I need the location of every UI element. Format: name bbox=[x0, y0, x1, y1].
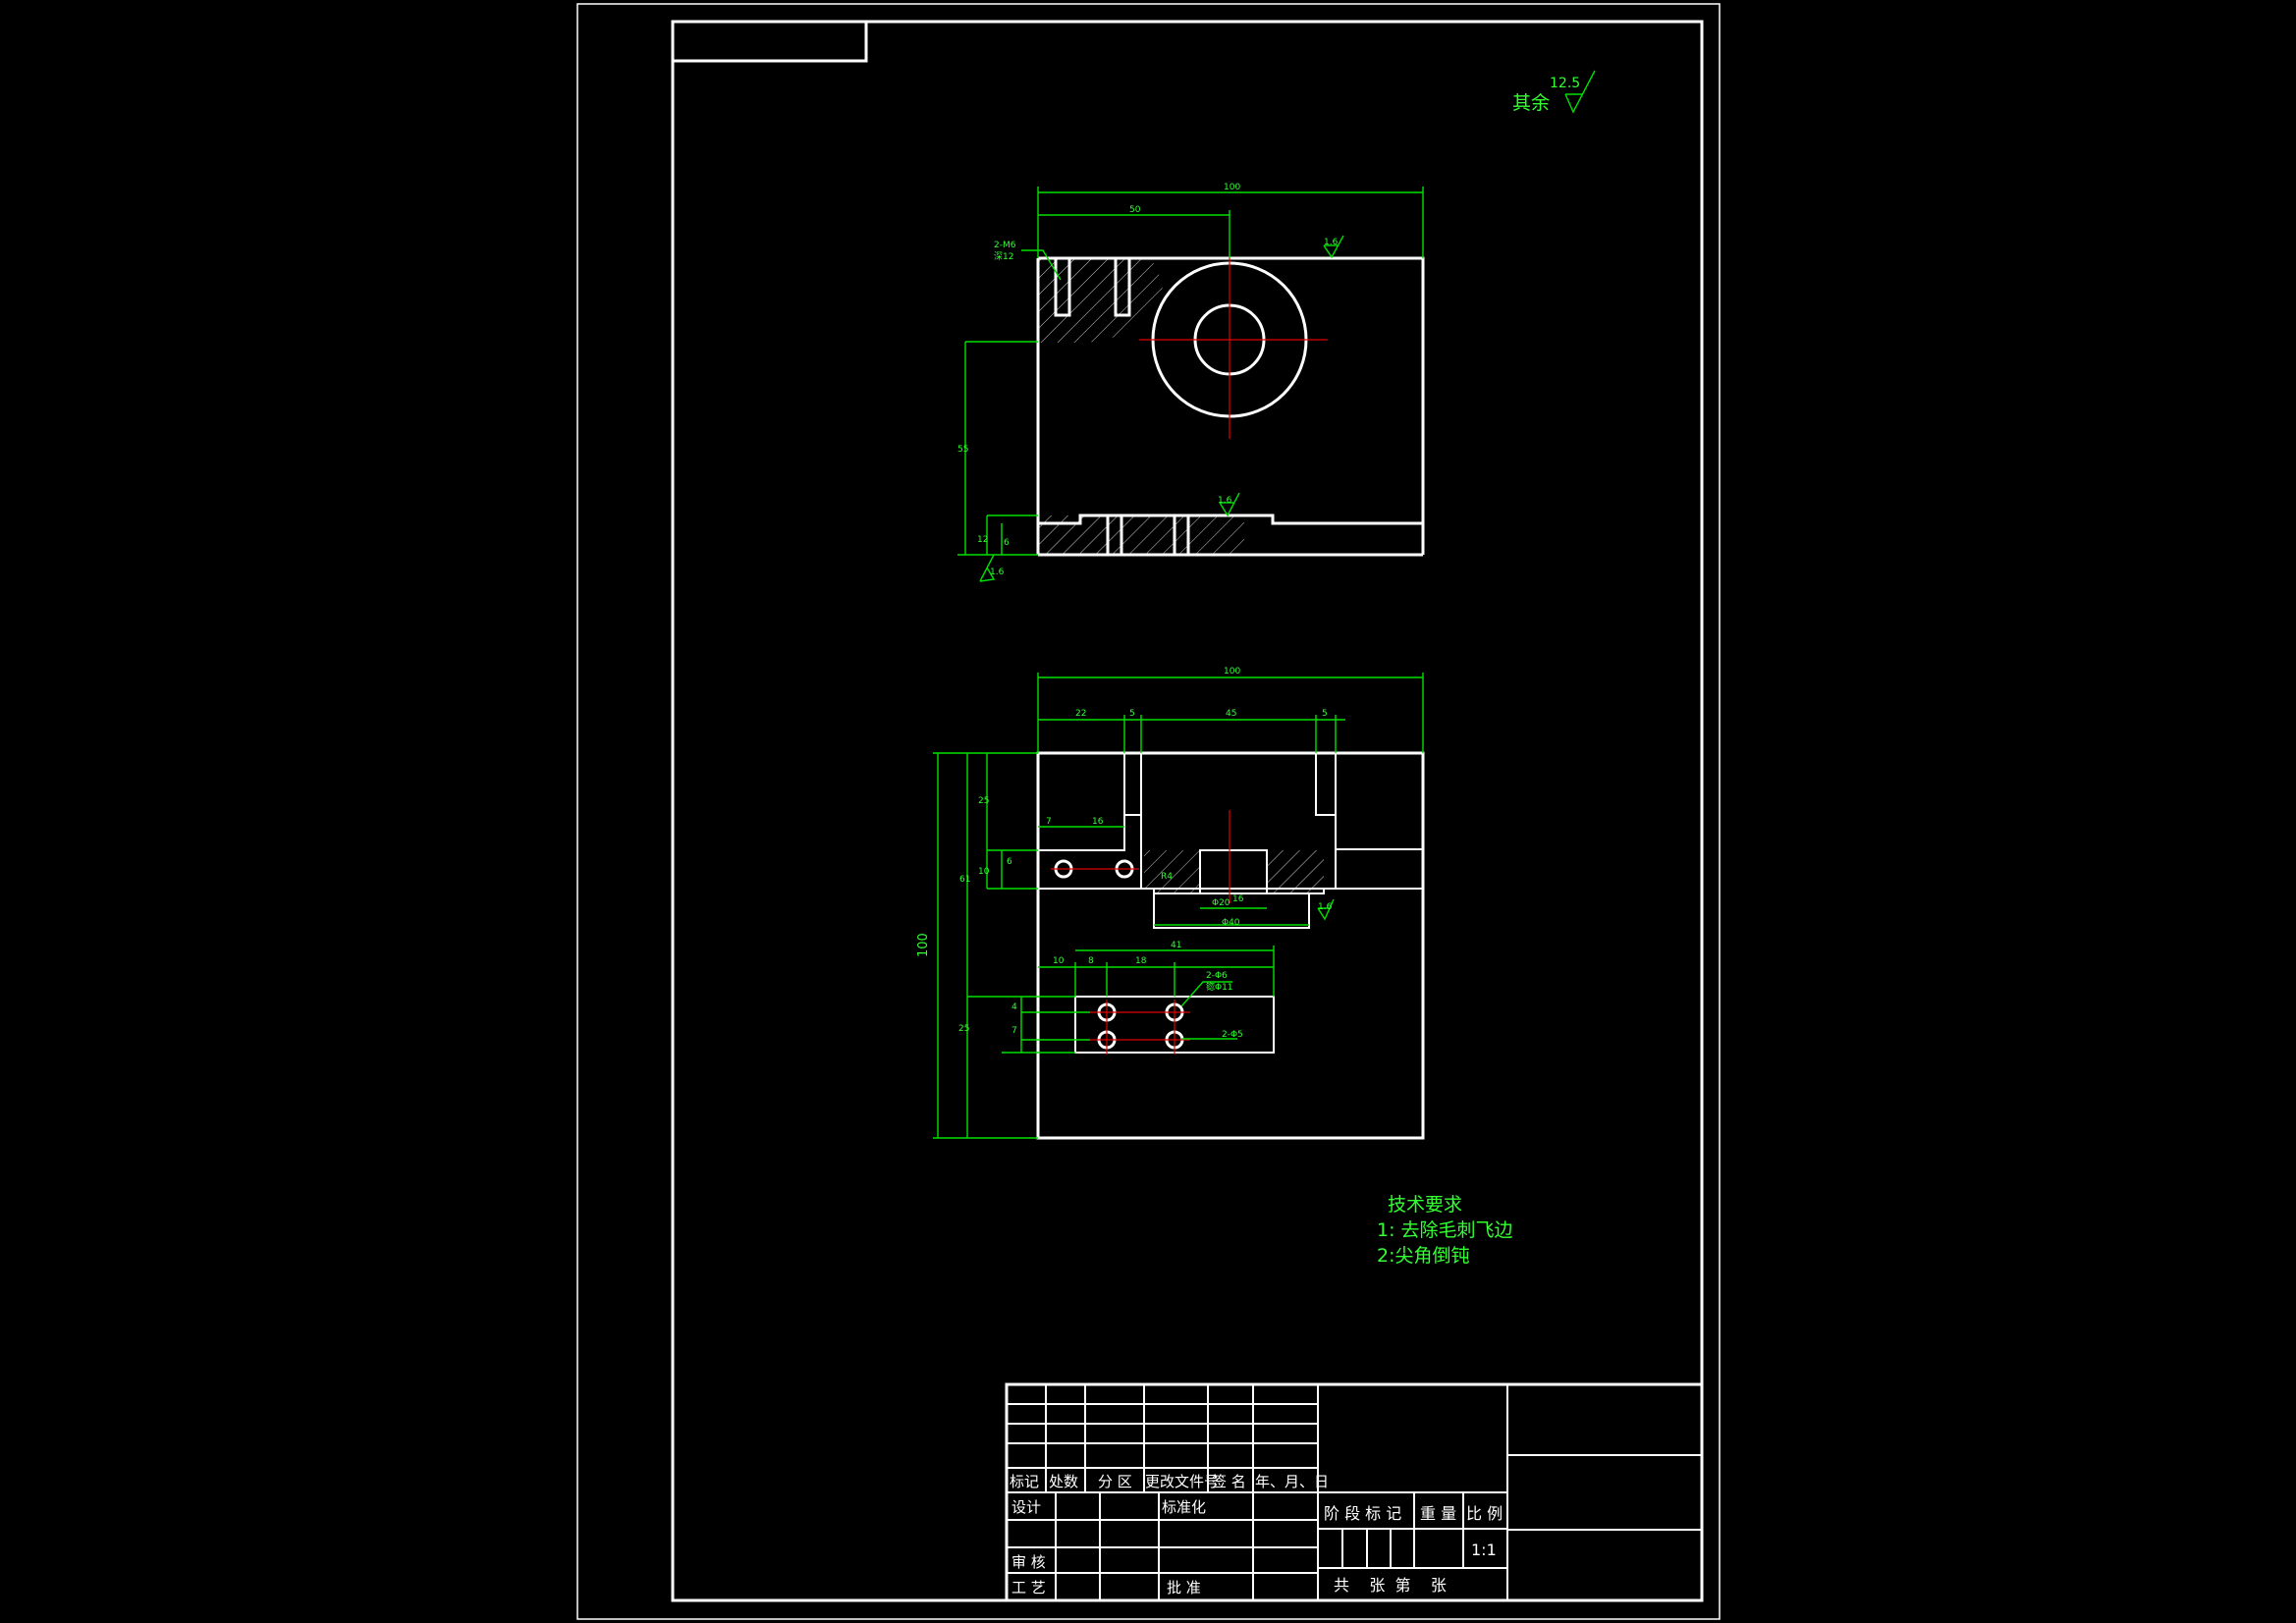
svg-text:1.6: 1.6 bbox=[1318, 902, 1333, 912]
svg-text:16: 16 bbox=[1232, 894, 1244, 904]
svg-text:标记: 标记 bbox=[1010, 1473, 1039, 1490]
svg-text:10: 10 bbox=[1053, 956, 1065, 966]
svg-text:1:1: 1:1 bbox=[1471, 1541, 1497, 1559]
svg-text:41: 41 bbox=[1171, 941, 1181, 950]
svg-text:阶 段 标 记: 阶 段 标 记 bbox=[1324, 1504, 1401, 1523]
svg-text:25: 25 bbox=[978, 796, 989, 806]
roughness-label: 其余 bbox=[1512, 92, 1550, 114]
tech-req-item-1: 1: 去除毛刺飞边 bbox=[1377, 1219, 1513, 1241]
svg-text:审 核: 审 核 bbox=[1011, 1553, 1046, 1571]
svg-text:25: 25 bbox=[958, 1024, 969, 1034]
svg-text:1.6: 1.6 bbox=[990, 568, 1005, 577]
svg-text:Φ40: Φ40 bbox=[1222, 918, 1240, 928]
svg-text:分 区: 分 区 bbox=[1098, 1473, 1132, 1490]
tech-req-title: 技术要求 bbox=[1388, 1194, 1462, 1216]
svg-text:1.6: 1.6 bbox=[1218, 496, 1232, 506]
svg-text:7: 7 bbox=[1046, 817, 1052, 827]
roughness-symbol: 其余 12.5 bbox=[1512, 70, 1596, 114]
svg-text:7: 7 bbox=[1011, 1026, 1017, 1036]
outer-border bbox=[576, 3, 1721, 1620]
top-view: 100 50 55 12 6 2-M6 深12 1.6 1.6 1.6 bbox=[957, 183, 1425, 582]
svg-text:2-Φ5: 2-Φ5 bbox=[1222, 1030, 1243, 1040]
svg-text:比 例: 比 例 bbox=[1466, 1504, 1503, 1523]
svg-text:处数: 处数 bbox=[1049, 1473, 1078, 1490]
svg-text:2-M6: 2-M6 bbox=[994, 241, 1016, 250]
svg-text:100: 100 bbox=[1224, 183, 1240, 192]
svg-text:2-Φ6: 2-Φ6 bbox=[1206, 971, 1228, 981]
svg-text:10: 10 bbox=[978, 867, 990, 877]
svg-text:标准化: 标准化 bbox=[1162, 1498, 1206, 1516]
svg-text:8: 8 bbox=[1088, 956, 1094, 966]
roughness-value: 12.5 bbox=[1550, 76, 1580, 91]
svg-text:100: 100 bbox=[1224, 667, 1240, 676]
title-block: 标记 处数 分 区 更改文件号 签 名 年、月、日 设计 标准化 审 核 工 艺… bbox=[1005, 1382, 1704, 1602]
front-view-outline bbox=[1036, 751, 1425, 1140]
svg-text:12: 12 bbox=[977, 535, 988, 545]
svg-text:深12: 深12 bbox=[994, 251, 1013, 262]
corner-label-box bbox=[671, 20, 868, 63]
svg-text:R4: R4 bbox=[1161, 872, 1173, 882]
svg-text:年、月、日: 年、月、日 bbox=[1255, 1473, 1329, 1490]
svg-text:重 量: 重 量 bbox=[1420, 1504, 1456, 1523]
svg-text:100: 100 bbox=[916, 933, 931, 957]
svg-text:55: 55 bbox=[957, 445, 968, 455]
tech-requirements: 技术要求 1: 去除毛刺飞边 2:尖角倒钝 bbox=[1377, 1194, 1513, 1267]
svg-text:4: 4 bbox=[1011, 1002, 1017, 1012]
svg-text:50: 50 bbox=[1129, 205, 1141, 215]
svg-text:更改文件号: 更改文件号 bbox=[1145, 1473, 1219, 1490]
svg-text:16: 16 bbox=[1092, 817, 1104, 827]
svg-text:18: 18 bbox=[1135, 956, 1147, 966]
svg-text:共 张 第 张: 共 张 第 张 bbox=[1334, 1576, 1447, 1595]
svg-text:1.6: 1.6 bbox=[1324, 238, 1339, 247]
svg-text:设计: 设计 bbox=[1011, 1498, 1041, 1516]
svg-text:批 准: 批 准 bbox=[1167, 1579, 1201, 1596]
svg-text:Φ20: Φ20 bbox=[1212, 898, 1230, 908]
svg-text:5: 5 bbox=[1129, 709, 1135, 719]
svg-text:6: 6 bbox=[1007, 857, 1012, 867]
svg-text:61: 61 bbox=[959, 875, 970, 885]
svg-text:45: 45 bbox=[1226, 709, 1236, 719]
svg-text:锪Φ11: 锪Φ11 bbox=[1206, 981, 1233, 993]
svg-text:5: 5 bbox=[1322, 709, 1328, 719]
tech-req-item-2: 2:尖角倒钝 bbox=[1377, 1245, 1470, 1267]
front-view: 100 22 5 45 5 7 16 100 61 25 10 6 R4 Φ20… bbox=[916, 667, 1425, 1140]
svg-text:22: 22 bbox=[1075, 709, 1086, 719]
svg-text:6: 6 bbox=[1004, 538, 1010, 548]
svg-text:签 名: 签 名 bbox=[1212, 1473, 1246, 1490]
svg-text:工 艺: 工 艺 bbox=[1011, 1579, 1046, 1596]
